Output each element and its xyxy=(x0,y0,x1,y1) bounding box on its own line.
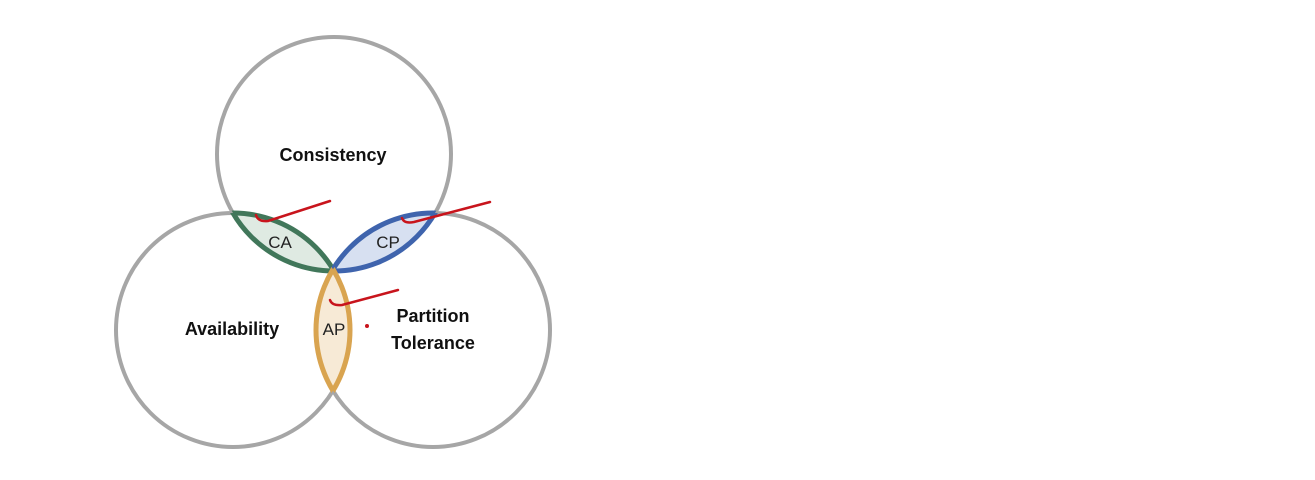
ap-outline-p xyxy=(313,213,350,447)
ap-check-mark xyxy=(328,288,400,307)
ca-label: CA xyxy=(268,233,292,252)
partition-label-line2: Tolerance xyxy=(391,333,475,353)
ap-outline-arc-a xyxy=(316,213,353,447)
annotation-dot xyxy=(365,324,369,328)
partition-label-line1: Partition xyxy=(396,306,469,326)
ap-label: AP xyxy=(323,320,346,339)
ap-outline-a xyxy=(316,213,353,447)
ca-check-mark xyxy=(254,199,332,223)
availability-label: Availability xyxy=(185,319,279,339)
cp-label: CP xyxy=(376,233,400,252)
ap-outline-arc-p xyxy=(313,213,350,447)
consistency-label: Consistency xyxy=(279,145,386,165)
cp-check-mark xyxy=(400,200,492,224)
